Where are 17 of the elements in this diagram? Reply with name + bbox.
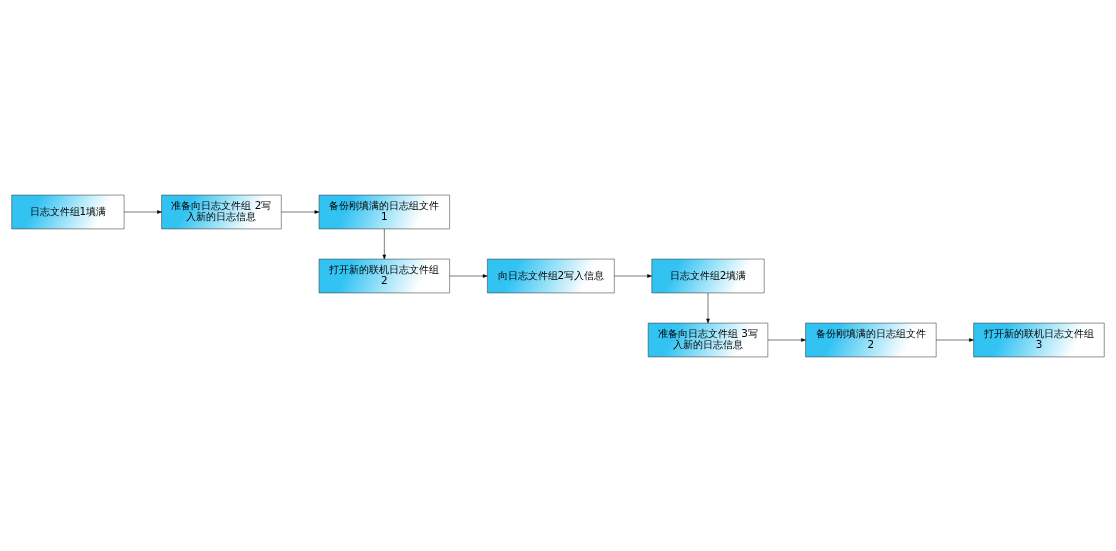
arrow bbox=[449, 273, 488, 278]
arrow bbox=[706, 292, 710, 323]
node-box: 打开新的联机日志文件组 3 bbox=[973, 322, 1105, 357]
arrow bbox=[382, 228, 387, 259]
node-box: 备份刚填满的日志组文件1 bbox=[318, 194, 450, 229]
node-box: 打开新的联机日志文件组 2 bbox=[318, 258, 450, 293]
arrow bbox=[935, 337, 974, 342]
arrow bbox=[123, 209, 162, 214]
arrow bbox=[767, 337, 806, 342]
node-box: 准备向日志文件组 3写入新的日志信息 bbox=[647, 322, 769, 357]
arrow bbox=[614, 273, 652, 278]
node-box: 准备向日志文件组 2写入新的日志信息 bbox=[161, 194, 282, 229]
node-box: 向日志文件组2写入信息 bbox=[487, 258, 615, 293]
node-box: 日志文件组1填满 bbox=[11, 194, 125, 229]
node-box: 日志文件组2填满 bbox=[651, 258, 765, 293]
node-box: 备份刚填满的日志组文件2 bbox=[805, 322, 937, 357]
arrow bbox=[281, 209, 320, 214]
